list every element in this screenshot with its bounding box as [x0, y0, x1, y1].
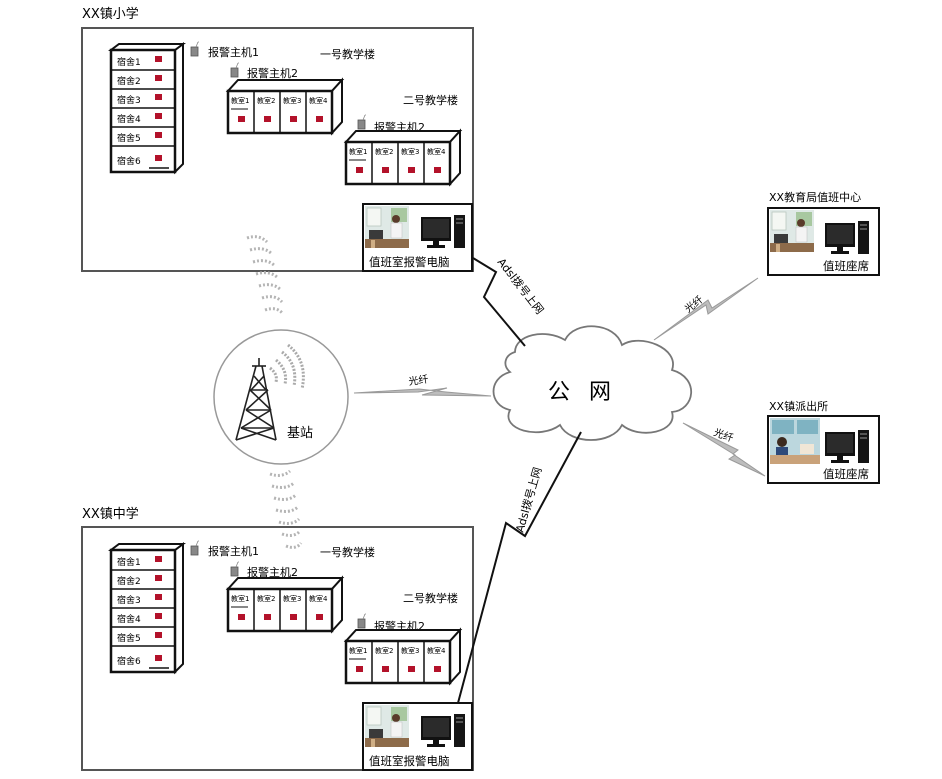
- primary-school-group: XX镇小学 宿舍1 宿舍2 宿舍3 宿舍4 宿舍5 宿舍6 报警主机1 一号教学…: [81, 6, 474, 272]
- duty-pc-label: 值班室报警电脑: [369, 754, 450, 768]
- adsl-link-bottom: [457, 431, 582, 704]
- classroom-label: 教室4: [309, 594, 328, 603]
- wireless-signal-upper: [246, 235, 285, 315]
- wireless-signal-lower: [269, 469, 303, 549]
- dorm-label: 宿舍2: [117, 575, 141, 587]
- primary-school-title: XX镇小学: [82, 6, 139, 22]
- tower-icon: [235, 358, 277, 441]
- alarm-host-2-label: 报警主机2: [247, 565, 298, 579]
- dorm-label: 宿舍2: [117, 75, 141, 87]
- middle-school-title: XX镇中学: [82, 506, 139, 522]
- dorm-label: 宿舍3: [117, 94, 141, 106]
- fiber-link-base-station: [353, 387, 492, 397]
- building-1-label: 一号教学楼: [320, 545, 375, 559]
- classroom-label: 教室2: [375, 646, 393, 655]
- classroom-label: 教室3: [283, 594, 301, 603]
- base-station-label: 基站: [287, 426, 313, 441]
- middle-classroom-building-2: 教室1 教室2 教室3 教室4: [344, 628, 462, 685]
- education-bureau-title: XX教育局值班中心: [769, 190, 861, 204]
- dorm-label: 宿舍3: [117, 594, 141, 606]
- classroom-label: 教室1: [231, 594, 249, 603]
- primary-dorm-building: 宿舍1 宿舍2 宿舍3 宿舍4 宿舍5 宿舍6: [109, 42, 185, 174]
- police-station-title: XX镇派出所: [769, 399, 828, 413]
- fiber-link-education: [653, 277, 759, 341]
- dorm-label: 宿舍5: [117, 632, 141, 644]
- dorm-label: 宿舍5: [117, 132, 141, 144]
- education-bureau: XX教育局值班中心 值班座席: [767, 190, 880, 276]
- cloud-label: 公 网: [548, 380, 617, 405]
- classroom-label: 教室4: [309, 96, 328, 105]
- classroom-label: 教室2: [257, 594, 275, 603]
- alarm-host-icon: [190, 41, 200, 57]
- alarm-host-1-label: 报警主机1: [208, 544, 259, 558]
- middle-classroom-building-1: 教室1 教室2 教室3 教室4: [226, 576, 344, 633]
- alarm-host-icon: [190, 540, 200, 556]
- classroom-label: 教室3: [283, 96, 301, 105]
- primary-classroom-building-1: 教室1 教室2 教室3 教室4: [226, 78, 344, 135]
- dorm-label: 宿舍1: [117, 556, 141, 568]
- classroom-label: 教室1: [349, 147, 367, 156]
- police-photo: [770, 418, 820, 464]
- building-1-label: 一号教学楼: [320, 47, 375, 61]
- alarm-host-icon: [230, 561, 240, 577]
- primary-classroom-building-2: 教室1 教室2 教室3 教室4: [344, 129, 462, 186]
- middle-dorm-building: 宿舍1 宿舍2 宿舍3 宿舍4 宿舍5 宿舍6: [109, 542, 185, 674]
- police-seat-label: 值班座席: [823, 467, 869, 481]
- classroom-label: 教室1: [231, 96, 249, 105]
- adsl-top-label: Adsl拨号上网: [495, 255, 547, 317]
- middle-school-group: XX镇中学 宿舍1 宿舍2 宿舍3 宿舍4 宿舍5 宿舍6 报警主机1 一号教学…: [81, 506, 474, 771]
- dorm-label: 宿舍4: [117, 613, 141, 625]
- classroom-label: 教室2: [257, 96, 275, 105]
- classroom-label: 教室3: [401, 646, 419, 655]
- alarm-host-1-label: 报警主机1: [208, 45, 259, 59]
- adsl-bottom-label: Adsl拨号上网: [512, 465, 544, 533]
- public-network-cloud: 公 网: [492, 325, 693, 441]
- classroom-label: 教室1: [349, 646, 367, 655]
- fiber-label-education: 光纤: [682, 293, 706, 316]
- alarm-host-2-label: 报警主机2: [247, 66, 298, 80]
- alarm-host-icon: [230, 62, 240, 78]
- alarm-host-icon: [357, 114, 367, 130]
- fiber-label-base: 光纤: [408, 372, 430, 388]
- dorm-label: 宿舍6: [117, 155, 141, 167]
- building-2-label: 二号教学楼: [403, 591, 458, 605]
- primary-duty-room: 值班室报警电脑: [362, 203, 473, 272]
- fiber-link-police: [682, 422, 766, 477]
- classroom-label: 教室3: [401, 147, 419, 156]
- duty-pc-label: 值班室报警电脑: [369, 255, 450, 269]
- alarm-host-icon: [357, 613, 367, 629]
- dorm-label: 宿舍6: [117, 655, 141, 667]
- building-2-label: 二号教学楼: [403, 93, 458, 107]
- classroom-label: 教室4: [427, 646, 446, 655]
- radio-waves-icon: [269, 343, 305, 390]
- dorm-label: 宿舍4: [117, 113, 141, 125]
- classroom-label: 教室2: [375, 147, 393, 156]
- primary-school-frame: [81, 27, 474, 272]
- base-station: 基站: [213, 329, 349, 465]
- dorm-label: 宿舍1: [117, 56, 141, 68]
- classroom-label: 教室4: [427, 147, 446, 156]
- middle-duty-room: 值班室报警电脑: [362, 702, 473, 771]
- police-station: XX镇派出所 值班座席: [767, 399, 880, 484]
- education-seat-label: 值班座席: [823, 259, 869, 273]
- adsl-link-top: [472, 257, 526, 347]
